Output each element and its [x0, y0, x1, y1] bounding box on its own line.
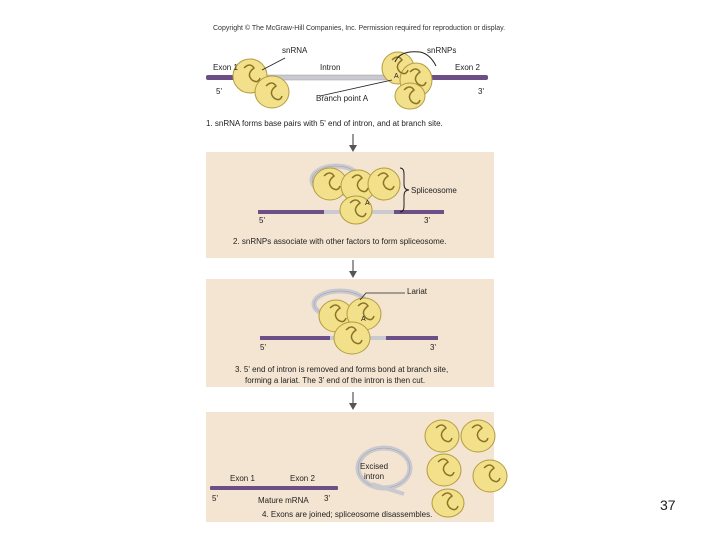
step2-five-prime-label: 5': [259, 216, 265, 225]
step3-lariat-leader: [359, 292, 405, 301]
step3-five-prime-label: 5': [260, 343, 266, 352]
step4-released-snrnps: [424, 419, 508, 518]
step4-excised-label-line2: intron: [364, 472, 385, 481]
step3-three-prime-label: 3': [430, 343, 436, 352]
step2-spliceosome-label: Spliceosome: [411, 186, 457, 195]
step1-snrna-label: snRNA: [282, 46, 308, 55]
step3-a-label: A: [361, 316, 366, 323]
step4-exon2-label: Exon 2: [290, 474, 315, 483]
step1-snrnps-label: snRNPs: [427, 46, 457, 55]
step4-caption: 4. Exons are joined; spliceosome disasse…: [262, 510, 433, 519]
step1-three-prime-label: 3': [478, 87, 484, 96]
copyright-notice: Copyright © The McGraw-Hill Companies, I…: [213, 25, 506, 32]
step1-five-prime-label: 5': [216, 87, 222, 96]
step1-caption: 1. snRNA forms base pairs with 5' end of…: [206, 119, 443, 128]
step4-exon1-label: Exon 1: [230, 474, 255, 483]
step4-excised-intron-label: Excised intron: [360, 462, 388, 482]
page-number: 37: [660, 497, 676, 513]
step4-mature-mrna-strand: [210, 486, 338, 490]
step1-snrna-leader: [261, 57, 286, 71]
step1-a-label: A: [394, 73, 399, 80]
step3-caption-line1: 3. 5' end of intron is removed and forms…: [235, 365, 449, 374]
step1-intron-label: Intron: [320, 63, 341, 72]
step4-three-prime-label: 3': [324, 494, 330, 503]
step4-five-prime-label: 5': [212, 494, 218, 503]
step3-lariat-label: Lariat: [407, 287, 428, 296]
step1-snrnp-right: [381, 51, 433, 110]
step2-caption: 2. snRNPs associate with other factors t…: [233, 237, 447, 246]
step1-exon1-label: Exon 1: [213, 63, 238, 72]
step2-three-prime-label: 3': [424, 216, 430, 225]
step3-caption-line2: forming a lariat. The 3' end of the intr…: [245, 376, 426, 385]
step1-exon2-label: Exon 2: [455, 63, 480, 72]
step3-snrnp-cluster: [318, 297, 382, 355]
step1-branch-point-label: Branch point A: [316, 94, 369, 103]
step1-snrnp-left: [232, 58, 290, 109]
step4-mature-mrna-label: Mature mRNA: [258, 496, 309, 505]
step2-snrnp-cluster: [312, 167, 401, 225]
step4-excised-label-line1: Excised: [360, 462, 389, 471]
step2-a-label: A: [365, 200, 370, 207]
step2-spliceosome-brace: [399, 167, 410, 213]
step1-snrnps-bracket: [394, 51, 437, 67]
step1-branchpoint-leader: [319, 79, 393, 97]
